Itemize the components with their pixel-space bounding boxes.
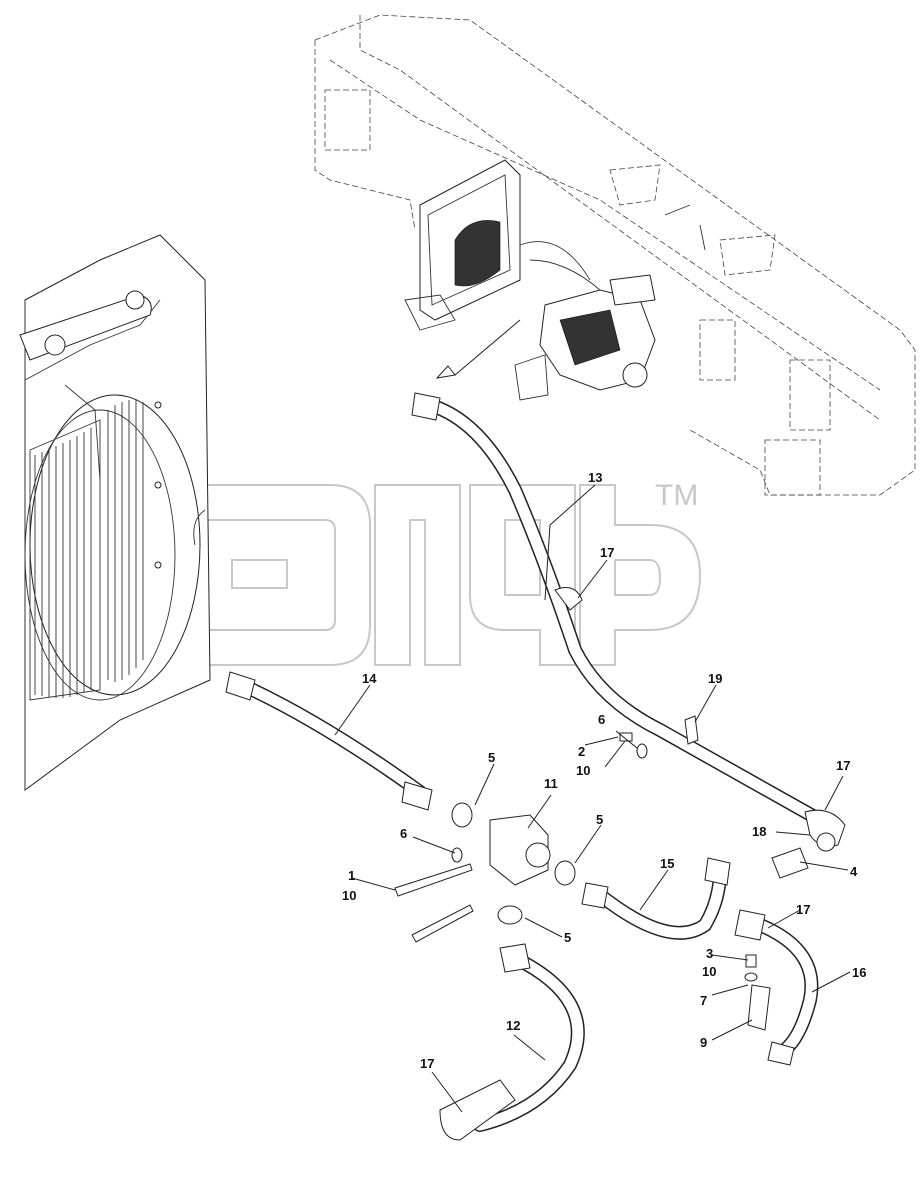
valve-block xyxy=(489,814,549,886)
fittings xyxy=(394,587,846,1031)
callout-18: 18 xyxy=(752,824,766,839)
callout-17: 17 xyxy=(420,1056,434,1071)
fan-grille xyxy=(34,400,144,698)
callout-17: 17 xyxy=(600,545,614,560)
callout-7: 7 xyxy=(700,993,707,1008)
cooler-assembly xyxy=(404,159,521,331)
hose-15 xyxy=(581,857,731,940)
hose-13 xyxy=(411,392,827,827)
callout-16: 16 xyxy=(852,965,866,980)
hose-16 xyxy=(734,909,819,1066)
callout-10: 10 xyxy=(576,763,590,778)
callout-10: 10 xyxy=(342,888,356,903)
callout-19: 19 xyxy=(708,671,722,686)
callout-9: 9 xyxy=(700,1035,707,1050)
fitting-5-right xyxy=(554,860,576,886)
callout-4: 4 xyxy=(850,864,858,879)
callout-5: 5 xyxy=(596,812,603,827)
callout-17: 17 xyxy=(836,758,850,773)
detail-arrowhead xyxy=(435,365,456,379)
detail-arrow xyxy=(454,319,521,376)
callout-5: 5 xyxy=(564,930,571,945)
hose-14 xyxy=(225,671,433,811)
pump-assembly xyxy=(514,241,656,401)
callout-11: 11 xyxy=(544,776,558,791)
fitting-5-top xyxy=(451,802,473,828)
trademark-label: TM xyxy=(655,479,698,512)
callout-3: 3 xyxy=(706,946,713,961)
leader-lines xyxy=(334,484,851,1113)
callout-2: 2 xyxy=(578,744,585,759)
callout-13: 13 xyxy=(588,470,602,485)
radiator xyxy=(19,234,211,791)
watermark-logo: TM xyxy=(191,479,702,666)
fitting-5-bottom xyxy=(497,905,523,925)
callout-12: 12 xyxy=(506,1018,520,1033)
callouts: 13 17 14 19 6 2 10 5 11 17 18 5 6 15 4 1… xyxy=(342,470,866,1071)
callout-15: 15 xyxy=(660,856,674,871)
callout-10: 10 xyxy=(702,964,716,979)
hose-12 xyxy=(439,943,585,1141)
callout-6: 6 xyxy=(598,712,605,727)
callout-1: 1 xyxy=(348,868,355,883)
callout-6: 6 xyxy=(400,826,407,841)
callout-17: 17 xyxy=(796,902,810,917)
machine-frame xyxy=(314,14,916,496)
callout-14: 14 xyxy=(362,671,377,686)
callout-5: 5 xyxy=(488,750,495,765)
